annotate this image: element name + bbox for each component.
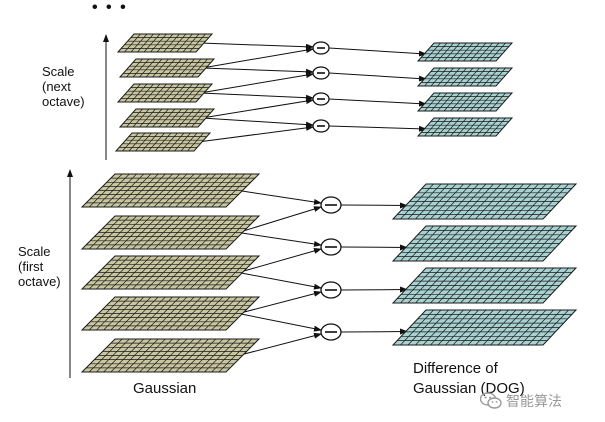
next-octave-input-arrow	[201, 117, 314, 128]
subtract-icon	[320, 323, 342, 341]
first-octave-dog-plane	[391, 183, 578, 220]
next-octave-gaussian-plane	[118, 58, 216, 78]
next-octave-output-arrow	[328, 125, 427, 132]
first-octave-input-arrow	[238, 272, 322, 290]
first-octave-gaussian-plane	[80, 173, 261, 208]
subtract-icon	[320, 196, 342, 214]
dog-label-line-2: Gaussian (DOG)	[413, 380, 525, 397]
wechat-logo-icon	[480, 392, 502, 409]
scale-next-octave-label: Scale (next octave)	[42, 64, 104, 109]
first-octave-output-arrow	[340, 286, 408, 293]
next-octave-input-arrow	[199, 72, 314, 94]
next-octave-gaussian-plane	[114, 132, 212, 152]
next-octave-input-arrow	[201, 47, 314, 69]
scale-first-octave-label: Scale (first octave)	[18, 244, 80, 289]
first-octave-gaussian-plane	[80, 255, 261, 290]
next-octave-dog-plane	[416, 67, 514, 87]
first-octave-dog-plane	[391, 267, 578, 304]
subtract-icon	[320, 238, 342, 256]
first-octave-input-arrow	[238, 313, 322, 332]
next-octave-output-arrow	[328, 98, 427, 107]
first-octave-gaussian-plane	[80, 296, 261, 331]
next-octave-output-arrow	[328, 72, 427, 82]
next-octave-gaussian-plane	[116, 83, 214, 103]
first-octave-gaussian-plane	[80, 215, 261, 250]
first-octave-output-arrow	[340, 244, 408, 251]
next-octave-input-arrow	[197, 124, 314, 143]
subtract-icon	[312, 119, 330, 133]
subtract-icon	[312, 66, 330, 80]
gaussian-column-label: Gaussian	[133, 380, 197, 397]
subtract-icon	[312, 92, 330, 106]
first-octave-dog-plane	[391, 225, 578, 262]
first-octave-input-arrow	[238, 232, 322, 247]
next-octave-input-arrow	[199, 42, 314, 50]
first-octave-dog-plane	[391, 309, 578, 346]
dog-label-line-1: Difference of	[413, 360, 498, 377]
first-octave-input-arrow	[238, 206, 322, 233]
next-octave-dog-plane	[416, 117, 514, 137]
next-octave-input-arrow	[201, 67, 314, 75]
first-octave-output-arrow	[340, 328, 408, 335]
scale-first-line-1: Scale	[18, 244, 51, 259]
subtract-icon	[320, 281, 342, 299]
scale-next-line-3: octave)	[42, 94, 85, 109]
first-octave-input-arrow	[238, 290, 322, 314]
watermark: 智能算法	[480, 391, 562, 411]
next-octave-dog-plane	[416, 92, 514, 112]
first-octave-input-arrow	[238, 190, 322, 205]
scale-first-line-3: octave)	[18, 274, 61, 289]
watermark-text: 智能算法	[506, 393, 562, 409]
continuation-dots: • • •	[92, 0, 128, 16]
first-octave-input-arrow	[238, 332, 322, 356]
next-octave-gaussian-plane	[116, 33, 214, 53]
subtract-icon	[312, 41, 330, 55]
scale-next-line-1: Scale	[42, 64, 75, 79]
scale-first-line-2: (first	[18, 259, 44, 274]
next-octave-output-arrow	[328, 47, 427, 57]
next-octave-input-arrow	[201, 98, 314, 119]
first-octave-output-arrow	[340, 202, 408, 209]
next-octave-gaussian-plane	[118, 108, 216, 128]
next-octave-dog-plane	[416, 42, 514, 62]
first-octave-input-arrow	[238, 248, 322, 273]
scale-next-line-2: (next	[42, 79, 71, 94]
first-octave-gaussian-plane	[80, 338, 261, 373]
dog-column-label: Difference of Gaussian (DOG)	[413, 359, 553, 399]
next-octave-input-arrow	[199, 92, 314, 101]
